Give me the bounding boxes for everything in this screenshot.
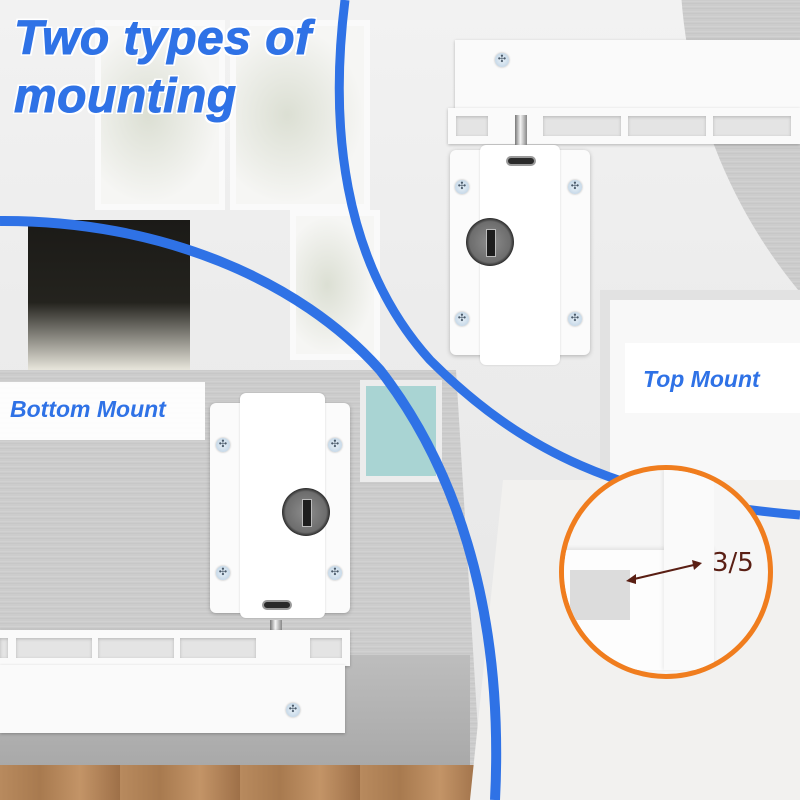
headline-line-2: mounting <box>14 70 237 124</box>
screw-icon: ✣ <box>328 566 342 580</box>
top-mount-label: Top Mount <box>643 366 760 392</box>
double-arrow-icon <box>626 560 702 584</box>
bottom-mount-rail: ✣ <box>0 665 345 733</box>
bottom-mount-label: Bottom Mount <box>10 396 166 422</box>
screw-icon: ✣ <box>455 180 469 194</box>
key-cylinder-icon <box>466 218 514 266</box>
usb-c-port-icon <box>262 600 292 610</box>
bottom-mount-lock: ✣ ✣ ✣ ✣ <box>210 393 350 618</box>
bottom-mount-label-band <box>0 382 205 440</box>
rail-profile-slot <box>570 570 630 620</box>
screw-icon: ✣ <box>495 53 509 67</box>
bottom-mount-rail-slots <box>0 630 350 666</box>
screw-icon: ✣ <box>568 180 582 194</box>
window-pane <box>95 20 225 210</box>
lock-bolt <box>515 115 527 145</box>
detail-callout-circle: 3/5 <box>559 465 773 679</box>
top-mount-lock: ✣ ✣ ✣ ✣ <box>450 145 590 365</box>
headline: Two types of mounting <box>14 10 312 126</box>
screw-icon: ✣ <box>568 312 582 326</box>
headline-line-1: Two types of <box>14 12 312 66</box>
top-mount-label-band <box>625 343 800 413</box>
screw-icon: ✣ <box>216 566 230 580</box>
usb-c-port-icon <box>506 156 536 166</box>
screw-icon: ✣ <box>455 312 469 326</box>
key-cylinder-icon <box>282 488 330 536</box>
measurement-label: 3/5 <box>712 548 754 578</box>
screw-icon: ✣ <box>328 438 342 452</box>
screw-icon: ✣ <box>216 438 230 452</box>
top-mount-rail: ✣ <box>455 40 800 110</box>
screw-icon: ✣ <box>286 703 300 717</box>
top-mount-rail-slots <box>448 108 800 144</box>
